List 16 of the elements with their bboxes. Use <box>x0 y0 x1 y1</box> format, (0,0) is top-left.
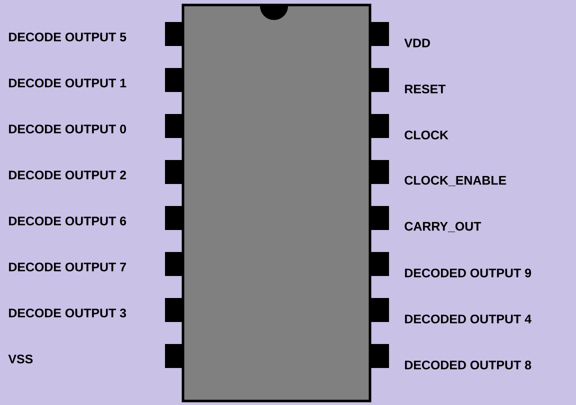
pin-label: DECODE OUTPUT 5 <box>9 32 126 42</box>
pin-label: VDD <box>404 38 430 48</box>
pin-label: DECODED OUTPUT 8 <box>405 360 532 370</box>
pin-label: CLOCK_ENABLE <box>404 176 506 186</box>
pin-label: DECODED OUTPUT 9 <box>405 268 532 278</box>
pin-label: DECODE OUTPUT 7 <box>9 262 126 272</box>
pin-label: DECODE OUTPUT 0 <box>9 124 126 134</box>
pin-label: DECODE OUTPUT 2 <box>9 170 126 180</box>
pin-label: DECODED OUTPUT 4 <box>405 314 532 324</box>
pin-label: DECODE OUTPUT 1 <box>9 78 126 88</box>
pin-label: DECODE OUTPUT 3 <box>9 308 126 318</box>
pin-label: VSS <box>8 354 33 364</box>
pin-label: CLOCK <box>404 130 448 140</box>
pin-label: CARRY_OUT <box>404 222 482 232</box>
pin-label: DECODE OUTPUT 6 <box>9 216 126 226</box>
pin-label: RESET <box>405 84 446 94</box>
